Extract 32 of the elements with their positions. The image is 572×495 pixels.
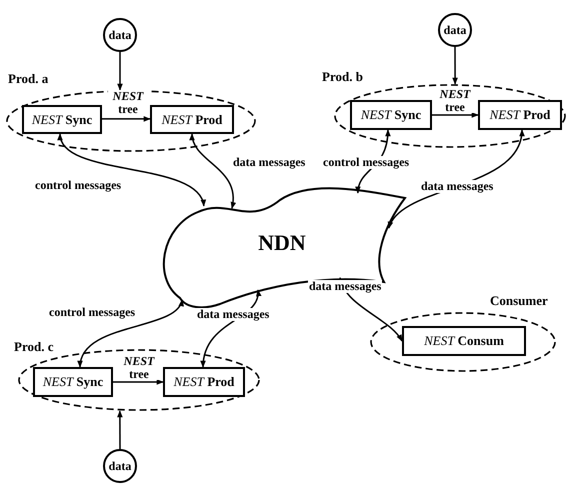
arrow — [102, 116, 151, 122]
edge-label: NEST tree — [108, 90, 148, 116]
data-circle: data — [103, 18, 137, 52]
arrow — [452, 47, 458, 85]
group-heading: Prod. c — [14, 340, 54, 353]
data-circle: data — [438, 13, 472, 47]
arrow — [432, 112, 479, 118]
cloud-label: NDN — [257, 230, 307, 256]
process-box: NEST Sync — [22, 105, 102, 134]
data-circle: data — [103, 449, 137, 483]
edge-label: control messages — [34, 179, 122, 192]
edge-label: control messages — [322, 156, 410, 169]
arrow — [113, 379, 164, 385]
process-box: NEST Sync — [33, 367, 113, 397]
edge-label: data messages — [232, 156, 306, 169]
process-box: NEST Prod — [150, 105, 234, 134]
arrow — [59, 133, 205, 207]
edge-label: data messages — [196, 308, 270, 321]
group-heading: Prod. b — [322, 70, 363, 83]
process-box: NEST Consum — [402, 326, 526, 356]
arrow — [78, 299, 183, 368]
edge-label: data messages — [308, 280, 382, 293]
edge-label: control messages — [48, 306, 136, 319]
arrow — [117, 410, 123, 449]
process-box: NEST Prod — [478, 100, 562, 130]
edge-label: data messages — [420, 180, 494, 193]
group-heading: Prod. a — [8, 72, 48, 85]
process-box: NEST Sync — [350, 100, 432, 130]
arrow — [117, 52, 123, 91]
process-box: NEST Prod — [163, 367, 245, 397]
group-heading: Consumer — [490, 294, 548, 307]
arrow — [190, 133, 236, 210]
